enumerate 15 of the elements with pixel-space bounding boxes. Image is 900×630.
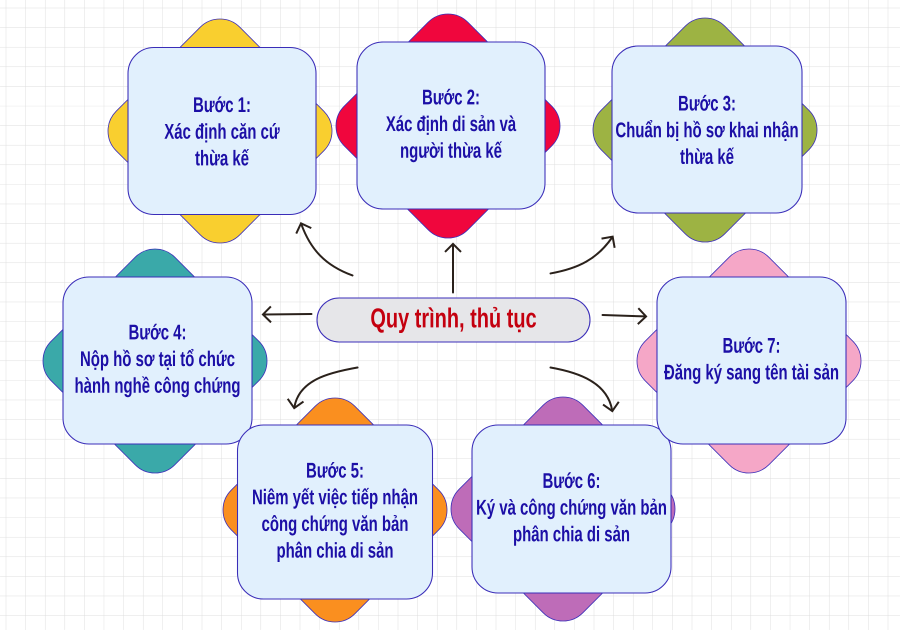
step-box: Bước 2: Xác định di sản và người thừa kế [356, 41, 546, 210]
step-box: Bước 7: Đăng ký sang tên tài sản [656, 276, 847, 445]
arrow [550, 236, 616, 274]
arrow [295, 222, 354, 276]
arrow [550, 366, 620, 412]
topic-pill: Quy trình, thủ tục [316, 297, 591, 343]
step-box: Bước 6: Ký và công chứng văn bản phân chia di sản [471, 424, 672, 594]
step-box: Bước 4: Nộp hồ sơ tại tổ chức hành nghề công chứng [62, 276, 253, 445]
arrow [262, 306, 312, 324]
step-box: Bước 3: Chuẩn bị hồ sơ khai nhận thừa kế [611, 45, 803, 214]
step-box: Bước 5: Niêm yết việc tiếp nhận công chứng văn bản phân chia di sản [236, 424, 434, 600]
arrow [602, 308, 648, 325]
step-box: Bước 1: Xác định căn cứ thừa kế [127, 46, 317, 216]
arrow [444, 242, 462, 294]
arrow [286, 366, 358, 410]
